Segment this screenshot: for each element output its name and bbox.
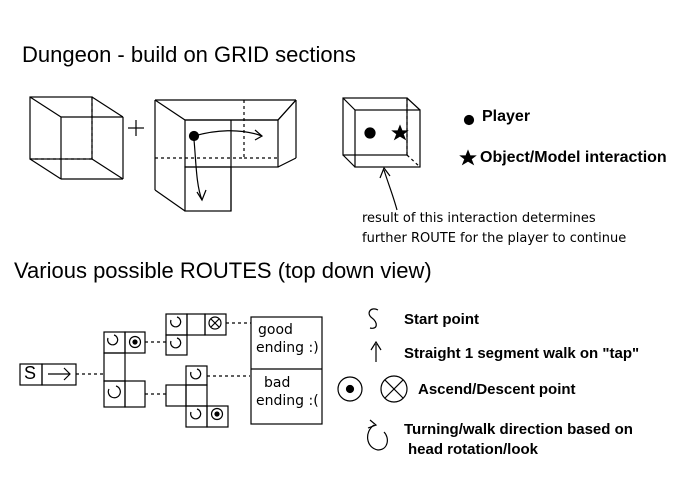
- turning-icon: [367, 419, 388, 451]
- route-left-column: [103, 331, 166, 408]
- legend-ascend-label: Ascend/Descent point: [418, 381, 576, 398]
- legend-turn-line-1: Turning/walk direction based on: [404, 421, 633, 438]
- good-ending-line-1: good: [258, 322, 293, 338]
- descend-point-icon: [380, 375, 408, 403]
- legend-object-label: Object/Model interaction: [480, 149, 667, 166]
- good-ending-line-2: ending :): [256, 340, 319, 356]
- start-box-label: S: [24, 363, 37, 383]
- legend-turn-line-2: head rotation/look: [408, 441, 539, 458]
- page-title: Dungeon - build on GRID sections: [22, 42, 356, 67]
- legend-start-label: Start point: [404, 311, 479, 328]
- note-line-2: further ROUTE for the player to continue: [362, 231, 627, 246]
- bad-ending-line-1: bad: [264, 375, 291, 391]
- legend-walk-label: Straight 1 segment walk on "tap": [404, 345, 640, 362]
- note-line-1: result of this interaction determines: [362, 211, 596, 226]
- route-lower-branch: [165, 365, 250, 428]
- ascend-point-icon: [337, 376, 363, 402]
- route-upper-branch: [165, 313, 251, 356]
- routes-title: Various possible ROUTES (top down view): [14, 258, 432, 283]
- walk-arrow-icon: [370, 340, 382, 362]
- single-cube: [29, 96, 124, 180]
- plus-sign: [128, 120, 144, 136]
- player-dot-icon: [463, 114, 475, 126]
- endings-box: [250, 316, 323, 425]
- route-start: [19, 363, 103, 386]
- combined-cubes: [154, 99, 297, 212]
- bad-ending-line-2: ending :(: [256, 393, 319, 409]
- star-icon: [459, 149, 477, 166]
- legend-player-label: Player: [482, 108, 531, 125]
- interaction-cube: [342, 97, 421, 211]
- start-point-icon: [368, 308, 379, 329]
